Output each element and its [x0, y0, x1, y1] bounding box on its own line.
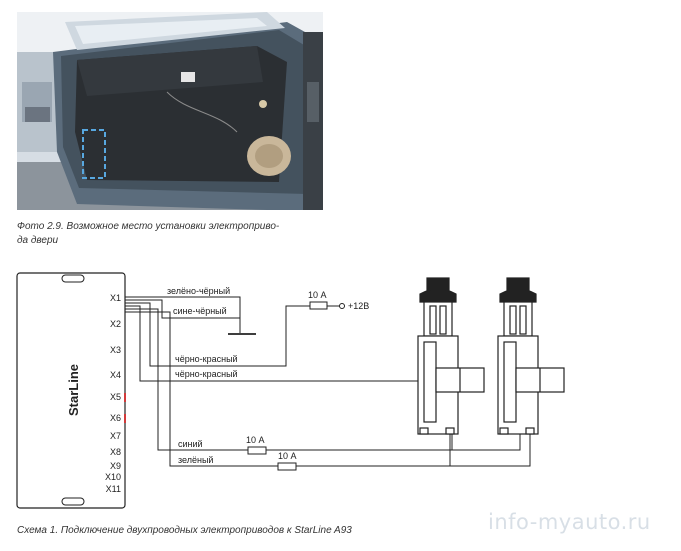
pin-x11: X11: [106, 484, 121, 494]
photo-caption-line-1: Фото 2.9. Возможное место установки элек…: [17, 221, 280, 232]
car-door-photo: [17, 12, 323, 210]
wire-black-red-2: [125, 305, 434, 382]
pin-x8: X8: [110, 447, 121, 457]
fuse-blue: [247, 446, 267, 455]
label-blue-black: сине-чёрный: [173, 306, 227, 316]
wire-green-cont: [296, 432, 531, 467]
label-fuse-blue: 10 А: [246, 435, 265, 445]
x5-marker: [124, 393, 126, 402]
pin-x4: X4: [110, 370, 121, 380]
power-terminal-icon: [339, 303, 345, 309]
label-green-black: зелёно-чёрный: [167, 286, 230, 296]
wire-green: [125, 311, 278, 467]
x6-marker: [124, 414, 126, 423]
photo-caption-line-2: да двери: [17, 235, 59, 246]
label-black-red-2: чёрно-красный: [175, 369, 238, 379]
label-fuse-green: 10 А: [278, 451, 297, 461]
fuse-power: [309, 301, 328, 310]
wire-green-black: [125, 296, 241, 333]
label-power: +12В: [348, 301, 369, 311]
pin-x3: X3: [110, 345, 121, 355]
door-actuator-2: [497, 277, 565, 435]
pin-x7: X7: [110, 431, 121, 441]
wire-blue: [125, 308, 248, 451]
label-fuse-power: 10 А: [308, 290, 327, 300]
label-blue: синий: [178, 439, 203, 449]
schema-caption: Схема 1. Подключение двухпроводных элект…: [17, 525, 352, 536]
pin-x2: X2: [110, 319, 121, 329]
pin-x9: X9: [110, 461, 121, 471]
starline-unit: [16, 272, 126, 509]
pin-x1: X1: [110, 293, 121, 303]
mounting-slot-top: [61, 274, 85, 283]
starline-logo: StarLine: [66, 364, 81, 416]
pin-x10: X10: [105, 472, 121, 482]
wire-blue-cont: [266, 432, 521, 451]
door-actuator-1: [417, 277, 485, 435]
wiring-diagram: StarLine X1 X2 X3 X4 X5 X6 X7 X8 X9 X10 …: [16, 272, 565, 509]
photo-caption: Фото 2.9. Возможное место установки элек…: [17, 220, 337, 248]
label-green: зелёный: [178, 455, 213, 465]
pin-x6: X6: [110, 413, 121, 423]
mounting-slot-bottom: [61, 497, 85, 506]
pin-x5: X5: [110, 392, 121, 402]
fuse-green: [277, 462, 297, 471]
car-door-illustration: [17, 12, 323, 210]
wire-black-red-1: [125, 302, 310, 367]
watermark: info-myauto.ru: [488, 510, 651, 534]
wire-blue-black: [125, 299, 240, 319]
label-black-red-1: чёрно-красный: [175, 354, 238, 364]
